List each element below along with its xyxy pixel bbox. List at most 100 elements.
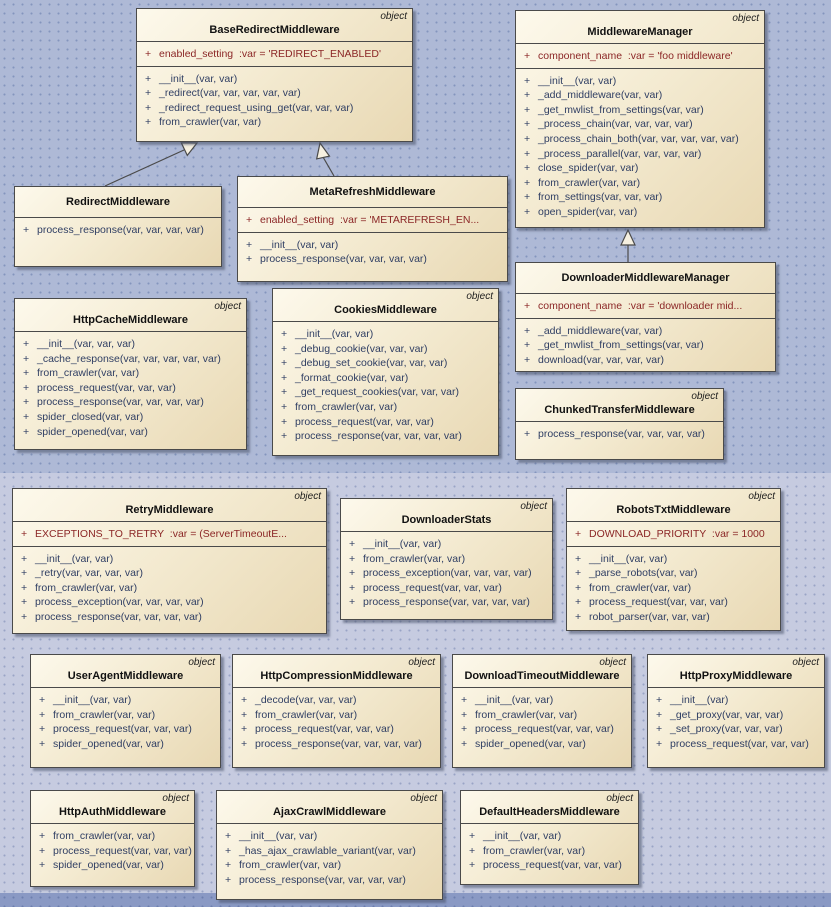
visibility-symbol: +	[524, 147, 531, 160]
visibility-symbol: +	[23, 352, 30, 365]
visibility-symbol: +	[575, 596, 582, 609]
visibility-symbol: +	[656, 694, 663, 706]
visibility-symbol: +	[524, 300, 531, 312]
visibility-symbol: +	[225, 844, 232, 857]
method-item: +process_request(var, var, var)	[19, 381, 242, 396]
visibility-symbol: +	[281, 400, 288, 413]
visibility-symbol: +	[241, 694, 248, 706]
method-signature: _decode(var, var, var)	[255, 694, 357, 706]
method-signature: _get_mwlist_from_settings(var, var)	[538, 339, 704, 352]
class-box-downloader-middleware-manager[interactable]: DownloaderMiddlewareManager+component_na…	[515, 262, 776, 372]
methods-compartment: +__init__(var, var)+from_crawler(var, va…	[461, 823, 638, 884]
visibility-symbol: +	[21, 596, 28, 609]
method-item: + spider_opened(var, var)	[35, 858, 190, 873]
method-item: +_get_request_cookies(var, var, var)	[277, 385, 494, 400]
method-signature: spider_opened(var, var)	[53, 859, 164, 872]
stereotype-label: object	[466, 291, 493, 302]
class-header: RedirectMiddleware	[15, 187, 221, 217]
visibility-symbol: +	[575, 581, 582, 594]
method-item: +__init__(var, var)	[571, 552, 776, 567]
stereotype-label: object	[691, 391, 718, 402]
method-item: +process_request(var, var, var)	[465, 858, 634, 873]
method-item: +from_crawler(var, var)	[35, 708, 216, 723]
visibility-symbol: +	[524, 324, 531, 337]
stereotype-label: object	[380, 11, 407, 22]
method-item: +_set_proxy(var, var, var)	[652, 722, 820, 737]
visibility-symbol: +	[23, 381, 30, 394]
visibility-symbol: +	[39, 859, 46, 872]
class-name: DownloaderMiddlewareManager	[561, 272, 730, 284]
method-item: +process_request(var, var, var)	[35, 844, 192, 859]
visibility-symbol: +	[39, 830, 46, 842]
method-signature: _process_chain_both(var, var, var, var, …	[538, 132, 739, 145]
visibility-symbol: +	[524, 428, 531, 440]
method-signature: _cache_response(var, var, var, var, var)	[37, 352, 221, 365]
visibility-symbol: +	[39, 708, 46, 721]
method-item: +from_crawler(var, var)	[19, 366, 242, 381]
methods-compartment: +__init__(var, var)+_has_ajax_crawlable_…	[217, 823, 442, 899]
method-item: +from_crawler(var, var)	[17, 581, 322, 596]
method-item: +process_response(var, var, var, var)	[17, 610, 322, 625]
class-name: BaseRedirectMiddleware	[209, 24, 340, 36]
method-signature: _redirect(var, var, var, var, var)	[159, 87, 301, 100]
visibility-symbol: +	[575, 567, 582, 580]
method-item: +download(var, var, var, var)	[520, 353, 771, 368]
visibility-symbol: +	[575, 610, 582, 623]
stereotype-label: object	[606, 793, 633, 804]
stereotype-label: object	[214, 301, 241, 312]
visibility-symbol: +	[469, 859, 476, 872]
visibility-symbol: +	[21, 581, 28, 594]
class-box-redirect-middleware[interactable]: RedirectMiddleware+process_response(var,…	[14, 186, 222, 267]
method-signature: __init__(var, var)	[53, 694, 132, 706]
visibility-symbol: +	[23, 224, 30, 236]
class-box-metarefresh-middleware[interactable]: MetaRefreshMiddleware+enabled_setting :v…	[237, 176, 508, 282]
visibility-symbol: +	[349, 581, 356, 594]
attribute-signature: DOWNLOAD_PRIORITY :var = 1000	[589, 528, 765, 540]
method-item: +process_response(var, var, var, var)	[345, 595, 548, 610]
attributes-compartment: +enabled_setting :var = 'REDIRECT_ENABLE…	[137, 41, 412, 66]
class-header: DownloaderMiddlewareManager	[516, 263, 775, 293]
methods-compartment: +__init__(var, var)+_redirect(var, var, …	[137, 65, 412, 141]
visibility-symbol: +	[575, 528, 582, 540]
stereotype-label: object	[408, 657, 435, 668]
visibility-symbol: +	[349, 538, 356, 550]
stereotype-label: object	[520, 501, 547, 512]
method-signature: __init__(var, var)	[538, 74, 617, 87]
visibility-symbol: +	[246, 238, 253, 251]
stereotype-label: object	[792, 657, 819, 668]
method-item: +spider_opened(var, var)	[457, 737, 627, 752]
method-item: + _decode(var, var, var)	[237, 693, 436, 708]
methods-compartment: +__init__(var, var)+from_crawler(var, va…	[453, 687, 631, 767]
method-item: +from_settings(var, var, var)	[520, 190, 760, 205]
method-item: +__init__(var, var)	[242, 238, 503, 253]
class-name: RedirectMiddleware	[66, 196, 170, 208]
method-item: +_get_proxy(var, var, var)	[652, 708, 820, 723]
method-signature: process_response(var, var, var, var)	[37, 396, 204, 409]
visibility-symbol: +	[281, 430, 288, 443]
visibility-symbol: +	[656, 708, 663, 721]
method-signature: _set_proxy(var, var, var)	[670, 723, 783, 736]
method-signature: _add_middleware(var, var)	[538, 89, 663, 102]
method-signature: from_crawler(var, var)	[159, 116, 262, 129]
canvas-band-bottom	[0, 893, 831, 907]
